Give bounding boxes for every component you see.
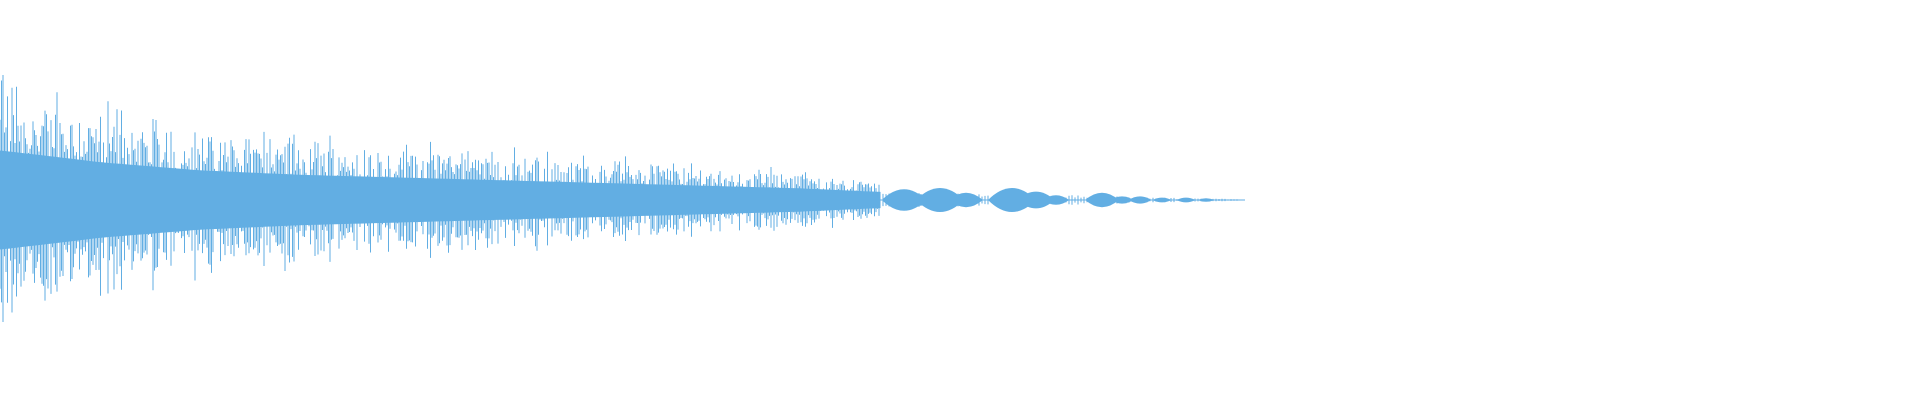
waveform-burst — [1042, 195, 1070, 205]
waveform-burst — [1152, 197, 1172, 203]
waveform-burst — [916, 188, 964, 212]
waveform-burst — [988, 188, 1036, 212]
waveform-burst-region — [879, 188, 1244, 212]
waveform-burst — [949, 192, 983, 208]
waveform-burst — [1197, 198, 1215, 202]
waveform-dense-region — [0, 75, 880, 322]
waveform-core-band — [0, 150, 880, 250]
waveform-burst — [1085, 192, 1119, 208]
waveform-burst — [1176, 197, 1196, 203]
waveform-burst — [1017, 191, 1055, 209]
waveform-burst — [1110, 196, 1134, 204]
waveform-burst — [1128, 196, 1152, 204]
